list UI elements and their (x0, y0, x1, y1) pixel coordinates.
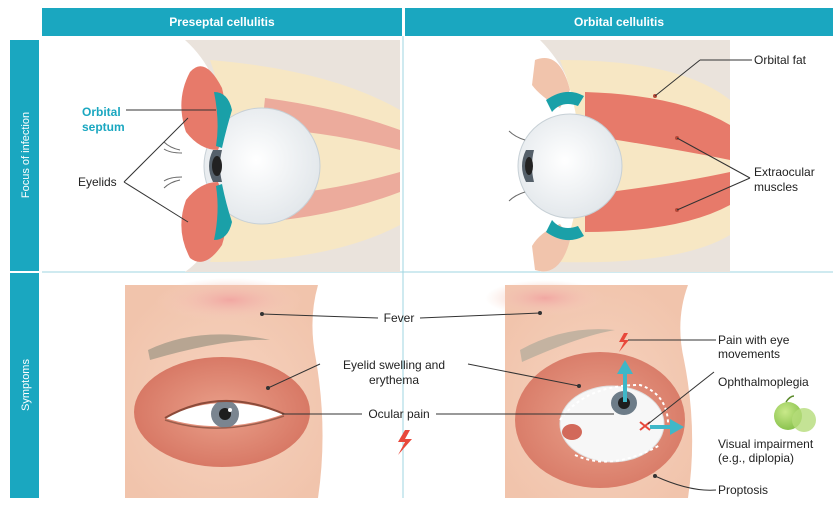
ocular-pain-label: Ocular pain (368, 407, 429, 421)
visual-impairment-label-1: Visual impairment (718, 437, 814, 451)
orbital-fat-label: Orbital fat (754, 53, 807, 67)
header-orbital-label: Orbital cellulitis (574, 15, 664, 29)
side-label-focus: Focus of infection (20, 112, 32, 198)
preseptal-face (125, 278, 323, 498)
green-apples-icon (774, 396, 816, 432)
orbital-septum-label-1: Orbital (82, 105, 121, 119)
orbital-anatomy (509, 40, 730, 272)
orbital-septum-label-2: septum (82, 120, 125, 134)
fever-label: Fever (384, 311, 415, 325)
pain-movements-label-1: Pain with eye (718, 333, 790, 347)
eyelid-swelling-label-1: Eyelid swelling and (343, 358, 445, 372)
eyelid-swelling-label-2: erythema (369, 373, 419, 387)
header-preseptal-label: Preseptal cellulitis (169, 15, 275, 29)
eyelids-label: Eyelids (78, 175, 117, 189)
ophthalmoplegia-label: Ophthalmoplegia (718, 375, 809, 389)
pain-movements-label-2: movements (718, 347, 780, 361)
extraocular-muscles-label-1: Extraocular (754, 165, 815, 179)
side-label-symptoms: Symptoms (20, 359, 32, 411)
orbital-face (485, 280, 692, 498)
side-band (10, 40, 39, 498)
pain-bolt-icon (398, 430, 412, 455)
proptosis-label: Proptosis (718, 483, 768, 497)
visual-impairment-label-2: (e.g., diplopia) (718, 451, 794, 465)
extraocular-muscles-label-2: muscles (754, 180, 798, 194)
preseptal-anatomy (164, 40, 400, 272)
